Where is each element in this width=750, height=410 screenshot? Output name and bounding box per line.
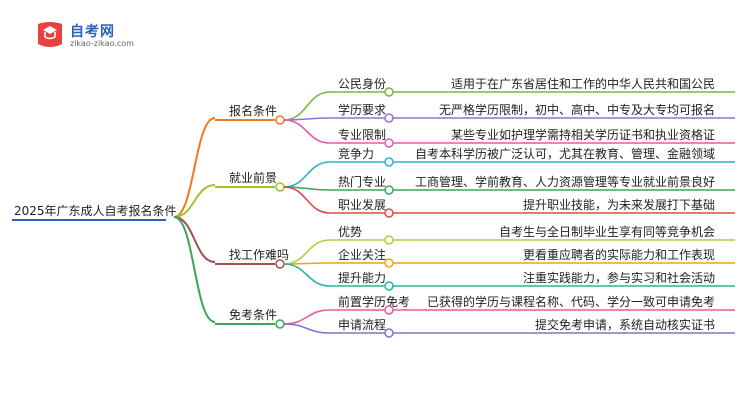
connector-line <box>173 216 216 263</box>
child-node[interactable] <box>384 185 394 195</box>
child-node[interactable] <box>384 157 394 167</box>
connector-line <box>283 239 331 265</box>
child-label: 企业关注 <box>338 247 386 262</box>
detail-text: 注重实践能力，参与实习和社会活动 <box>523 270 715 285</box>
connector-line <box>283 91 331 121</box>
connector-line <box>283 161 331 188</box>
branch-label: 就业前景 <box>229 170 277 185</box>
child-label: 前置学历免考 <box>338 294 410 309</box>
branch-node[interactable] <box>275 115 285 125</box>
detail-text: 已获得的学历与课程名称、代码、学分一致可申请免考 <box>427 294 715 309</box>
child-label: 专业限制 <box>338 127 386 142</box>
branch-node[interactable] <box>275 259 285 269</box>
detail-text: 工商管理、学前教育、人力资源管理等专业就业前景良好 <box>415 174 715 189</box>
branch-label: 找工作难吗 <box>229 248 289 262</box>
child-label: 提升能力 <box>338 270 386 285</box>
child-node[interactable] <box>384 235 394 245</box>
child-label: 申请流程 <box>338 317 386 332</box>
connector-line <box>283 186 331 214</box>
child-label: 学历要求 <box>338 102 386 117</box>
child-node[interactable] <box>384 305 394 315</box>
detail-text: 提升职业技能，为未来发展打下基础 <box>523 197 715 212</box>
child-label: 竞争力 <box>338 147 374 161</box>
child-label: 热门专业 <box>338 174 386 189</box>
connector-line <box>283 323 331 334</box>
detail-text: 适用于在广东省居住和工作的中华人民共和国公民 <box>451 76 715 91</box>
child-label: 职业发展 <box>338 197 386 212</box>
child-node[interactable] <box>384 113 394 123</box>
child-node[interactable] <box>384 281 394 291</box>
detail-text: 提交免考申请，系统自动核实证书 <box>535 317 715 332</box>
detail-text: 自考本科学历被广泛认可，尤其在教育、管理、金融领域 <box>415 146 715 161</box>
child-label: 优势 <box>338 225 362 239</box>
child-label: 公民身份 <box>338 76 386 91</box>
connector-line <box>283 309 331 325</box>
connector-line <box>173 117 216 218</box>
connector-line <box>283 263 331 287</box>
connector-line <box>173 184 216 218</box>
child-node[interactable] <box>384 208 394 218</box>
logo-title: 自考网 <box>70 24 115 40</box>
child-node[interactable] <box>384 328 394 338</box>
detail-text: 某些专业如护理学需持相关学历证书和执业资格证 <box>451 127 715 142</box>
branch-label: 免考条件 <box>229 307 277 322</box>
detail-text: 无严格学历限制，初中、高中、中专及大专均可报名 <box>439 102 715 117</box>
logo-icon <box>38 22 62 47</box>
connector-line <box>283 119 331 144</box>
branch-node[interactable] <box>275 319 285 329</box>
detail-text: 自考生与全日制毕业生享有同等竞争机会 <box>499 224 715 239</box>
branch-label: 报名条件 <box>229 103 277 118</box>
root-label: 2025年广东成人自考报名条件 <box>14 203 177 218</box>
child-node[interactable] <box>384 258 394 268</box>
child-node[interactable] <box>384 87 394 97</box>
logo-subtitle: zikao-zikao.com <box>70 39 134 48</box>
branch-node[interactable] <box>275 182 285 192</box>
connector-line <box>173 216 216 323</box>
detail-text: 更看重应聘者的实际能力和工作表现 <box>523 247 715 262</box>
child-node[interactable] <box>384 138 394 148</box>
